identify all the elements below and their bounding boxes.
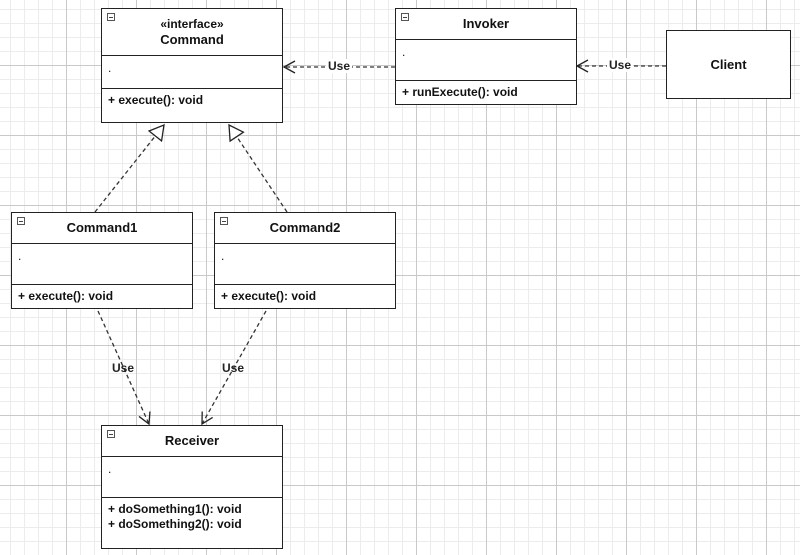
operation: + doSomething2(): void	[108, 517, 242, 531]
class-command1-header: Command1	[12, 213, 192, 244]
collapse-icon[interactable]	[107, 13, 115, 21]
class-receiver-header: Receiver	[102, 426, 282, 457]
operation: + execute(): void	[18, 289, 114, 303]
attribute-placeholder: .	[402, 45, 406, 59]
attribute-placeholder: .	[18, 249, 22, 263]
edge-label-client-invoker: Use	[607, 58, 634, 72]
collapse-icon[interactable]	[220, 217, 228, 225]
edge-command2-to-receiver	[201, 310, 267, 426]
operations-section: + doSomething1(): void + doSomething2():…	[102, 498, 282, 536]
stereotype-label: «interface»	[160, 17, 224, 31]
class-name: Command1	[66, 220, 138, 235]
operations-section: + execute(): void	[102, 89, 282, 112]
attribute-placeholder: .	[108, 462, 112, 476]
class-invoker[interactable]: Invoker . + runExecute(): void	[395, 8, 577, 105]
edge-label-command2-receiver: Use	[222, 361, 245, 375]
class-command-header: «interface» Command	[102, 9, 282, 56]
operations-section: + runExecute(): void	[396, 81, 576, 104]
attribute-placeholder: .	[108, 61, 112, 75]
class-name: Invoker	[462, 16, 510, 31]
attributes-section: .	[102, 457, 282, 498]
edge-label-command1-receiver: Use	[112, 361, 135, 375]
operation: + doSomething1(): void	[108, 502, 242, 516]
attributes-section: .	[396, 40, 576, 81]
operations-section: + execute(): void	[12, 285, 192, 308]
class-name: Client	[710, 57, 747, 72]
class-client[interactable]: Client	[666, 30, 791, 99]
class-name: Command	[160, 32, 224, 47]
class-command1[interactable]: Command1 . + execute(): void	[11, 212, 193, 309]
attribute-placeholder: .	[221, 249, 225, 263]
collapse-icon[interactable]	[107, 430, 115, 438]
collapse-icon[interactable]	[17, 217, 25, 225]
class-command[interactable]: «interface» Command . + execute(): void	[101, 8, 283, 123]
class-name: Command2	[269, 220, 341, 235]
class-receiver[interactable]: Receiver . + doSomething1(): void + doSo…	[101, 425, 283, 549]
class-command2[interactable]: Command2 . + execute(): void	[214, 212, 396, 309]
attributes-section: .	[102, 56, 282, 89]
attributes-section: .	[12, 244, 192, 285]
operations-section: + execute(): void	[215, 285, 395, 308]
class-command2-header: Command2	[215, 213, 395, 244]
edge-command2-realizes-command	[229, 125, 288, 213]
class-name: Receiver	[164, 433, 220, 448]
edge-command1-realizes-command	[94, 125, 164, 213]
operation: + runExecute(): void	[402, 85, 518, 99]
operation: + execute(): void	[221, 289, 317, 303]
edge-label-invoker-command: Use	[326, 59, 353, 73]
class-invoker-header: Invoker	[396, 9, 576, 40]
collapse-icon[interactable]	[401, 13, 409, 21]
attributes-section: .	[215, 244, 395, 285]
operation: + execute(): void	[108, 93, 204, 107]
